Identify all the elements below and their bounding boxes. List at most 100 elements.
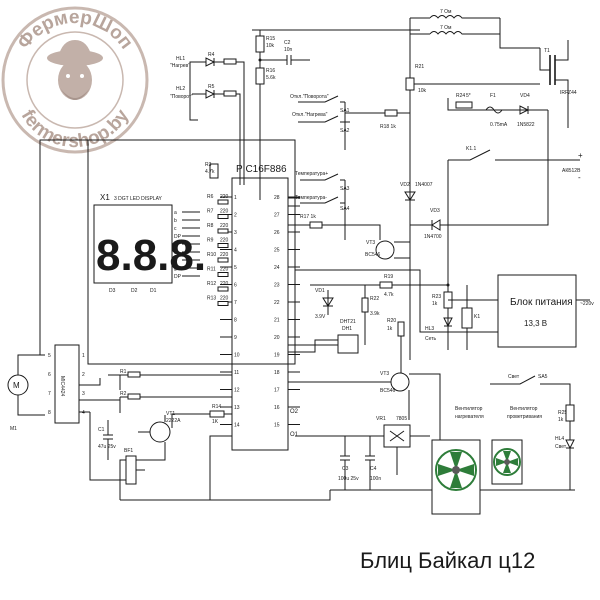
resistor-name: R8 — [207, 223, 214, 229]
led-display: X1 3 DGT LED DISPLAY 8.8.8. D3 D2 D1 abc… — [93, 193, 229, 306]
svg-text:1N4007: 1N4007 — [415, 182, 433, 188]
mcu-pin-label: 17 — [274, 388, 280, 394]
pin-o1: O1 — [290, 432, 299, 438]
mic-pin: 4 — [82, 410, 85, 416]
mcu-pin-label: 26 — [274, 230, 280, 236]
segment-label: c — [174, 226, 177, 232]
segment-label: g — [174, 266, 177, 272]
resistor — [217, 214, 229, 219]
svg-text:Вентилятор: Вентилятор — [455, 406, 483, 412]
resistor-value: 220 — [220, 267, 229, 273]
heater-fan: Вентилятор нагревателя — [431, 406, 484, 515]
mic-pin: 6 — [48, 372, 51, 378]
mcu-pin-label: 28 — [274, 195, 280, 201]
svg-text:C4: C4 — [370, 466, 377, 472]
svg-text:"Нагрев": "Нагрев" — [170, 63, 190, 69]
mcu-pin-label: 27 — [274, 213, 280, 219]
svg-text:R1: R1 — [120, 369, 127, 375]
resistor — [217, 228, 229, 234]
resistor-name: R13 — [207, 296, 216, 302]
display-ref: X1 — [100, 193, 110, 202]
svg-text:7 Ом: 7 Ом — [440, 9, 452, 15]
motor-ref: M1 — [10, 426, 17, 432]
relay-driver: R17 1k VT3 BC546 R19 4.7k VD1 3.9V R22 3… — [288, 214, 498, 350]
mic-pin: 2 — [82, 372, 85, 378]
svg-text:R22: R22 — [370, 296, 379, 302]
svg-text:R25: R25 — [558, 410, 567, 416]
svg-text:7 Ом: 7 Ом — [440, 25, 452, 31]
svg-text:нагревателя: нагревателя — [455, 414, 484, 420]
power-block-voltage: 13,3 В — [524, 319, 547, 328]
mic-pin: 3 — [82, 391, 85, 397]
mcu-pin-label: 15 — [274, 423, 280, 429]
svg-text:R5: R5 — [208, 84, 215, 90]
vent-fan: Вентилятор проветривания — [491, 406, 542, 485]
svg-text:R4: R4 — [208, 52, 215, 58]
resistor-name: R11 — [207, 267, 216, 273]
svg-text:3.9k: 3.9k — [370, 311, 380, 317]
power-input: ~220v — [580, 301, 594, 307]
svg-text:Откл."Поворота": Откл."Поворота" — [290, 94, 329, 100]
svg-text:HL2: HL2 — [176, 86, 185, 92]
svg-text:R21: R21 — [415, 64, 424, 70]
pin-o2: O2 — [290, 409, 299, 415]
mcu-pin-label: 11 — [234, 370, 239, 376]
mcu-pin-label: 12 — [234, 388, 240, 394]
svg-text:4.7k: 4.7k — [205, 169, 215, 175]
display-name: 3 DGT LED DISPLAY — [114, 196, 163, 202]
svg-text:"Поворот": "Поворот" — [170, 94, 193, 100]
svg-text:1K: 1K — [212, 419, 219, 425]
resistor — [217, 199, 229, 205]
segment-label: b — [174, 218, 177, 224]
segment-label: e — [174, 250, 177, 256]
resistor-name: R7 — [207, 209, 214, 215]
svg-text:BF1: BF1 — [124, 448, 133, 454]
resistor-value: 220 — [220, 296, 229, 302]
buzzer-circuit: R14 1K VT1 2222A C1 47u 25v BF1 — [89, 404, 331, 501]
svg-text:C1: C1 — [98, 427, 105, 433]
svg-text:R19: R19 — [384, 274, 393, 280]
svg-text:T1: T1 — [544, 48, 550, 54]
resistor — [217, 272, 229, 277]
mcu-pin-label: 3 — [234, 230, 237, 236]
svg-text:R23: R23 — [432, 294, 441, 300]
svg-text:SA5: SA5 — [538, 374, 548, 380]
svg-text:Температура+: Температура+ — [295, 171, 328, 177]
indicator-leds: HL1 "Нагрев" HL2 "Поворот" R4 R5 — [170, 52, 245, 185]
svg-text:R15: R15 — [266, 36, 275, 42]
mcu-pin-label: 22 — [274, 300, 280, 306]
mcu-name: PIC16F886 — [236, 164, 287, 175]
svg-text:DHT21: DHT21 — [340, 319, 356, 325]
svg-text:R18 1k: R18 1k — [380, 124, 396, 130]
svg-text:HL3: HL3 — [425, 326, 434, 332]
svg-text:K1: K1 — [474, 314, 480, 320]
segment-label: d — [174, 242, 177, 248]
svg-text:5*: 5* — [466, 93, 471, 99]
mcu-pin-label: 10 — [234, 353, 240, 359]
svg-text:+: + — [578, 151, 583, 160]
svg-text:VD2: VD2 — [400, 182, 410, 188]
svg-text:R2: R2 — [120, 391, 127, 397]
svg-text:АКБ12В: АКБ12В — [562, 168, 581, 174]
resistor-name: R9 — [207, 238, 214, 244]
resistor-name: R12 — [207, 281, 216, 287]
svg-text:1k: 1k — [432, 301, 438, 307]
mic-pin: 7 — [48, 391, 51, 397]
resistor-value: 220 — [220, 252, 229, 258]
mic-pin: 8 — [48, 410, 51, 416]
svg-text:VT3: VT3 — [380, 371, 389, 377]
fan-icon-small — [496, 451, 518, 473]
svg-text:R14: R14 — [212, 404, 221, 410]
resistor-name: R10 — [207, 252, 216, 258]
mcu-pin-label: 24 — [274, 265, 280, 271]
svg-text:VD3: VD3 — [430, 208, 440, 214]
power-block-name: Блок питания — [510, 297, 573, 308]
resistor-value: 220 — [220, 194, 229, 200]
mcu-pin-label: 19 — [274, 353, 280, 359]
mcu-pin-label: 2 — [234, 213, 237, 219]
svg-text:1k: 1k — [558, 417, 564, 423]
svg-text:K1.1: K1.1 — [466, 146, 477, 152]
svg-text:DH1: DH1 — [342, 326, 352, 332]
